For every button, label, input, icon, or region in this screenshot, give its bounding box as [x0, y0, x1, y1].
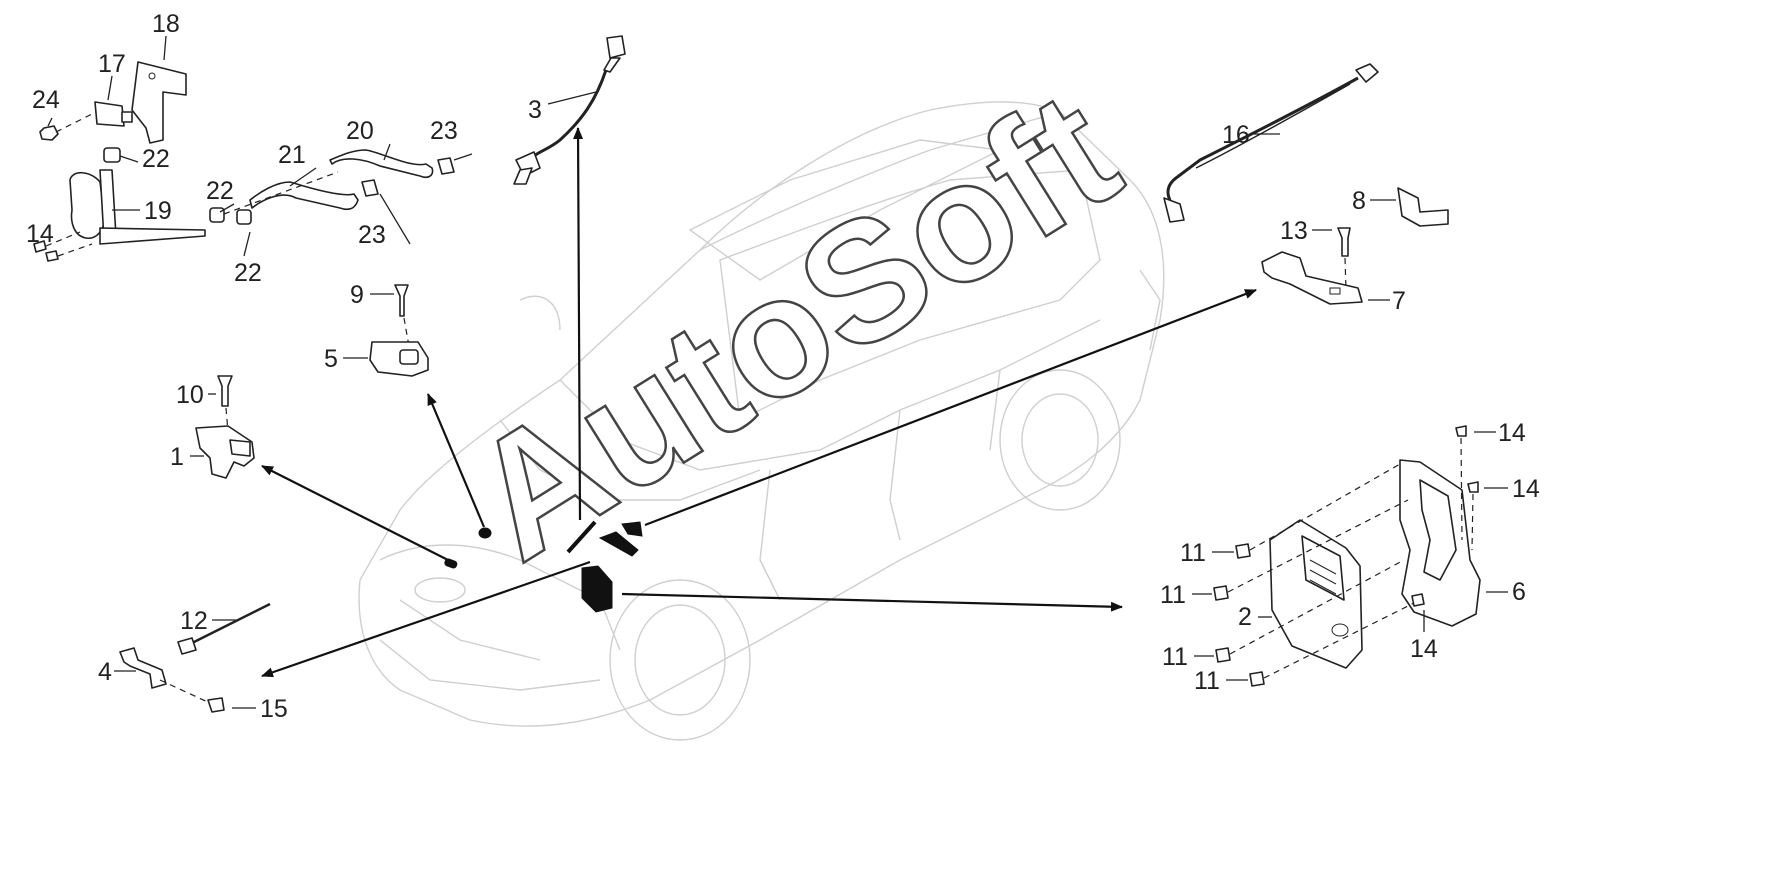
- engine-bay-parts: [444, 520, 643, 613]
- callout-17: 17: [98, 50, 126, 78]
- callout-11b: 11: [1160, 581, 1186, 609]
- callout-13: 13: [1280, 217, 1308, 245]
- part-4-bracket: [119, 602, 271, 713]
- hose-assembly: [33, 61, 455, 262]
- locator-arrows: [261, 127, 1257, 678]
- callout-14a: 14: [1498, 419, 1526, 447]
- callout-2: 2: [1238, 603, 1252, 631]
- callout-11d: 11: [1194, 667, 1220, 695]
- callout-24: 24: [32, 86, 60, 114]
- ecu-assembly: [1213, 425, 1481, 687]
- part-1-sensor: [195, 375, 255, 479]
- part-16-temperature-sensor: [1163, 63, 1379, 223]
- callout-23b: 23: [358, 221, 386, 249]
- callout-12: 12: [180, 607, 208, 635]
- vehicle-outline: [358, 101, 1165, 741]
- callout-20: 20: [346, 117, 374, 145]
- callout-15: 15: [260, 695, 288, 723]
- callout-21: 21: [278, 141, 306, 169]
- callout-16: 16: [1222, 121, 1250, 149]
- watermark-text: AutoSoft: [439, 55, 1148, 596]
- callout-7: 7: [1392, 287, 1406, 315]
- callout-14d: 14: [26, 220, 54, 248]
- callout-22a: 22: [142, 145, 170, 173]
- part-5-sensor: [369, 284, 429, 377]
- callout-22c: 22: [234, 259, 262, 287]
- part-3-oxygen-sensor: [513, 35, 626, 185]
- callout-5: 5: [324, 345, 338, 373]
- callout-8: 8: [1352, 187, 1366, 215]
- leader-lines: [47, 35, 1508, 709]
- callout-11c: 11: [1162, 643, 1188, 671]
- callout-23a: 23: [430, 117, 458, 145]
- callout-4: 4: [98, 658, 112, 686]
- callout-19: 19: [144, 197, 172, 225]
- callout-11a: 11: [1180, 539, 1206, 567]
- callout-14c: 14: [1410, 635, 1438, 663]
- callout-14b: 14: [1512, 475, 1540, 503]
- callout-22b: 22: [206, 177, 234, 205]
- callout-labels: 1 2 3 4 5 6 7 8 9 10 11 11 11 11 12 13 1…: [26, 10, 1540, 723]
- callout-18: 18: [152, 10, 180, 38]
- callout-3: 3: [528, 96, 542, 124]
- callout-6: 6: [1512, 578, 1526, 606]
- callout-9: 9: [350, 281, 364, 309]
- part-7-8-brackets: [1261, 187, 1449, 305]
- callout-10: 10: [176, 381, 204, 409]
- callout-1: 1: [170, 443, 184, 471]
